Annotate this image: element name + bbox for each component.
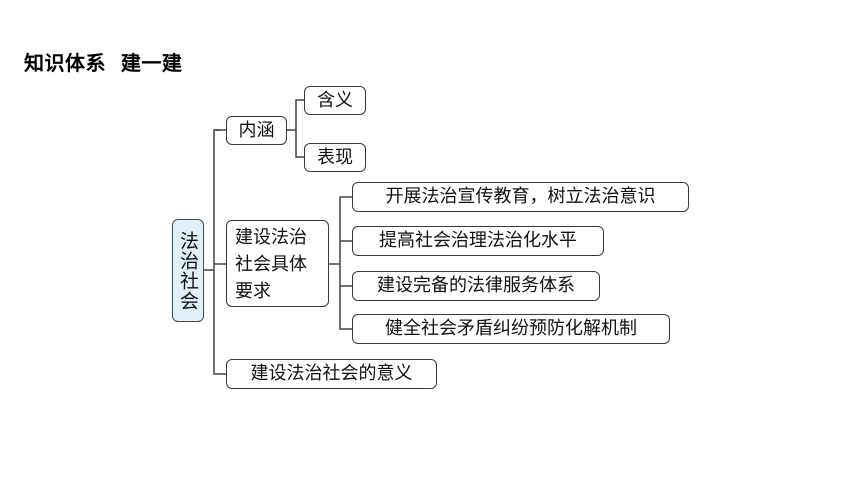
connector-neihan	[287, 99, 304, 158]
node-jianshe-yaoqiu: 建设法治社会具体要求	[226, 220, 329, 307]
node-yaoqiu-4: 健全社会矛盾纠纷预防化解机制	[352, 314, 670, 344]
node-hanyi: 含义	[304, 86, 366, 115]
node-biaoxian: 表现	[304, 143, 366, 172]
node-yaoqiu-3: 建设完备的法律服务体系	[352, 271, 600, 301]
node-yiyi: 建设法治社会的意义	[226, 359, 437, 389]
node-yaoqiu-2: 提高社会治理法治化水平	[352, 226, 604, 256]
node-neihan: 内涵	[226, 116, 287, 145]
connector-root-vertical	[213, 129, 226, 375]
connector-yaoqiu	[329, 196, 352, 330]
page-title: 知识体系 建一建	[24, 51, 183, 75]
node-yaoqiu-1: 开展法治宣传教育，树立法治意识	[352, 182, 689, 212]
root-node-fazhishehui: 法治社会	[172, 219, 204, 322]
